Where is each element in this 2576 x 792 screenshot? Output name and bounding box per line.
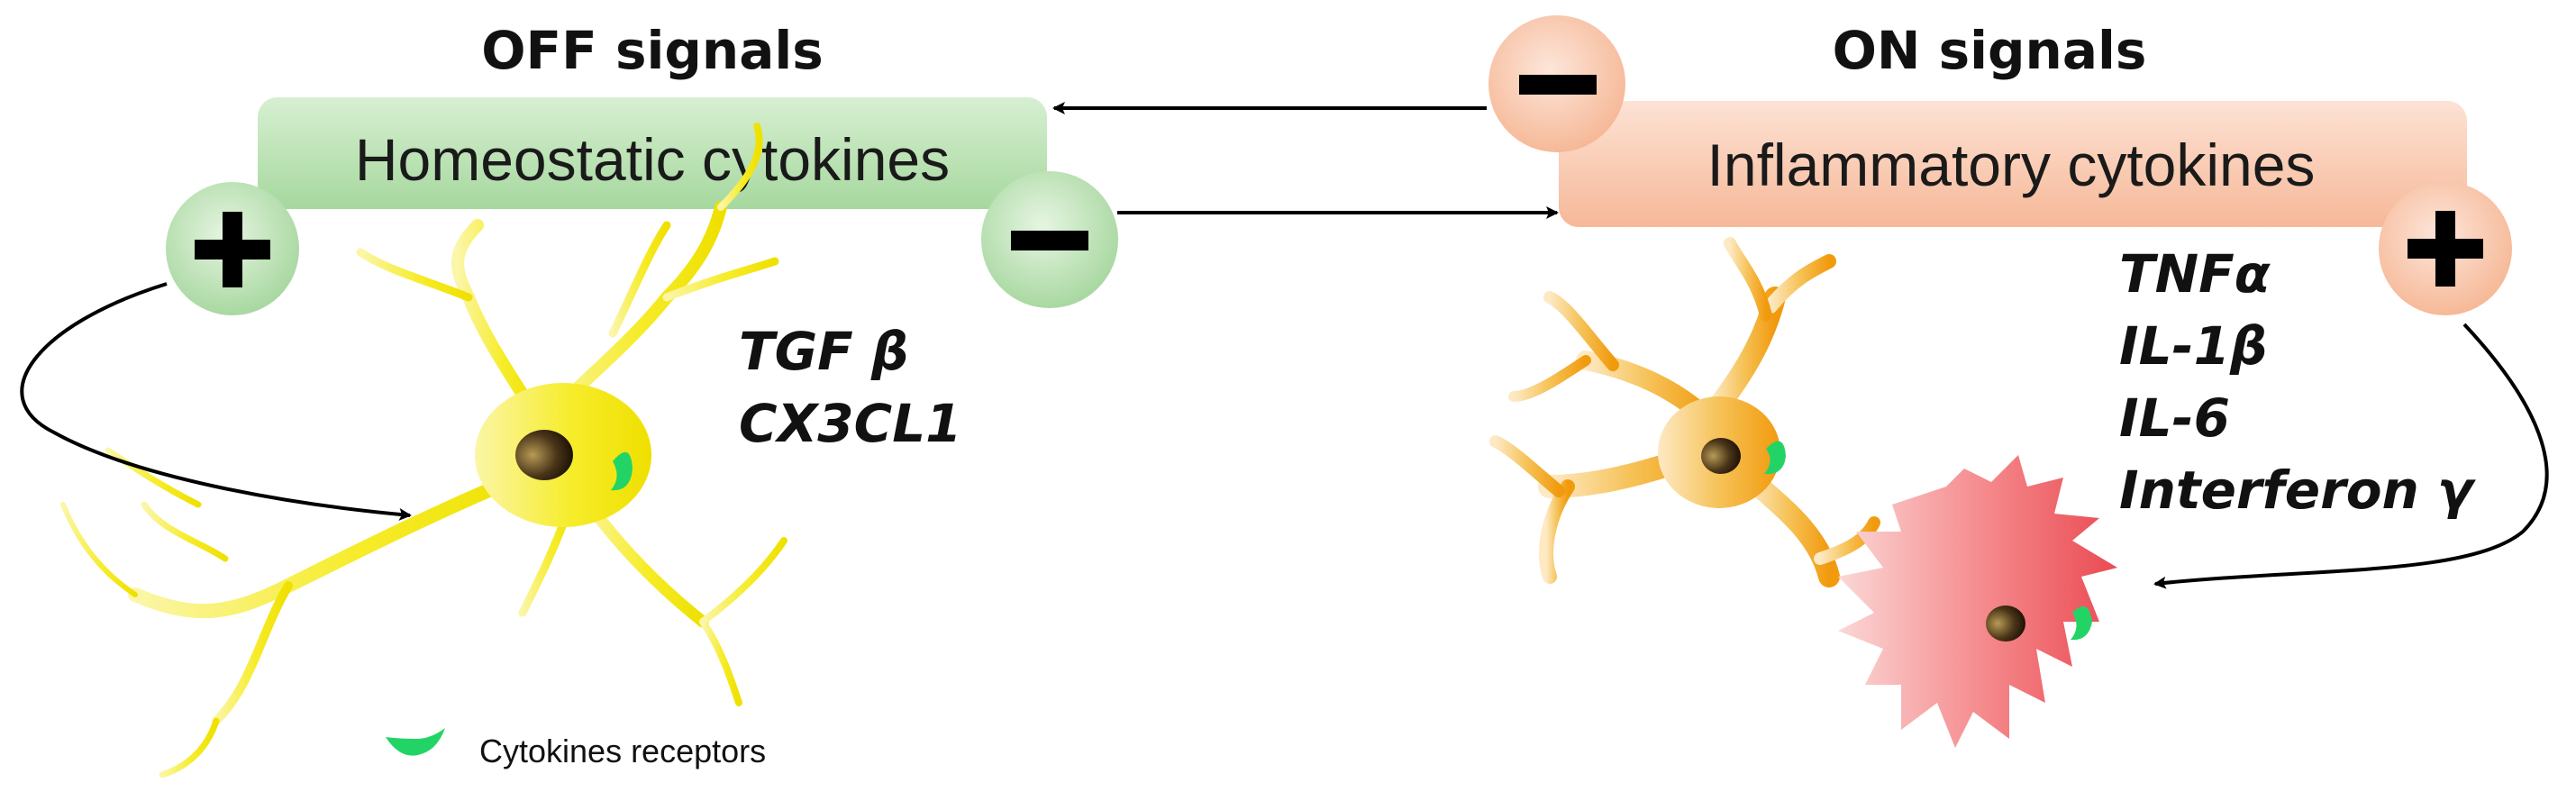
receptor-legend-icon <box>386 728 445 756</box>
homeostatic-microglia-cell <box>60 123 787 778</box>
homeostatic-cytokines-box: Homeostatic cytokines <box>258 97 1047 209</box>
cytokine-item: Interferon γ <box>2119 460 2476 521</box>
activated-microglia-cell <box>1489 237 1880 587</box>
off-positive-feedback-arrow <box>20 282 412 521</box>
receptor-icon <box>2071 605 2092 641</box>
cytokine-item: TNFα <box>2119 243 2271 305</box>
cytokine-item: TGF β <box>739 321 909 382</box>
inflammatory-cytokines-box: Inflammatory cytokines <box>1559 101 2467 227</box>
homeostatic-cytokines-label: Homeostatic cytokines <box>355 126 950 193</box>
cytokine-item: IL-1β <box>2119 315 2267 377</box>
on-minus-sign <box>1488 15 1625 152</box>
inflammatory-microglia-cell <box>1838 455 2117 748</box>
receptor-icon <box>1764 441 1786 475</box>
on-positive-feedback-arrow <box>2153 323 2549 589</box>
legend-label: Cytokines receptors <box>479 733 766 769</box>
cytokine-item: CX3CL1 <box>739 393 962 454</box>
on-plus-sign <box>2379 182 2512 315</box>
on-signals-title: ON signals <box>1833 20 2147 81</box>
off-minus-sign <box>981 171 1118 308</box>
cytokine-item: IL-6 <box>2119 387 2230 449</box>
legend: Cytokines receptors <box>386 728 766 769</box>
receptor-icon <box>611 451 633 491</box>
inflammatory-cytokine-list: TNFα IL-1β IL-6 Interferon γ <box>2119 243 2476 521</box>
inflammatory-cytokines-label: Inflammatory cytokines <box>1707 132 2316 198</box>
off-signals-title: OFF signals <box>481 20 824 81</box>
homeostatic-cytokine-list: TGF β CX3CL1 <box>739 321 962 454</box>
off-plus-sign <box>166 182 299 315</box>
